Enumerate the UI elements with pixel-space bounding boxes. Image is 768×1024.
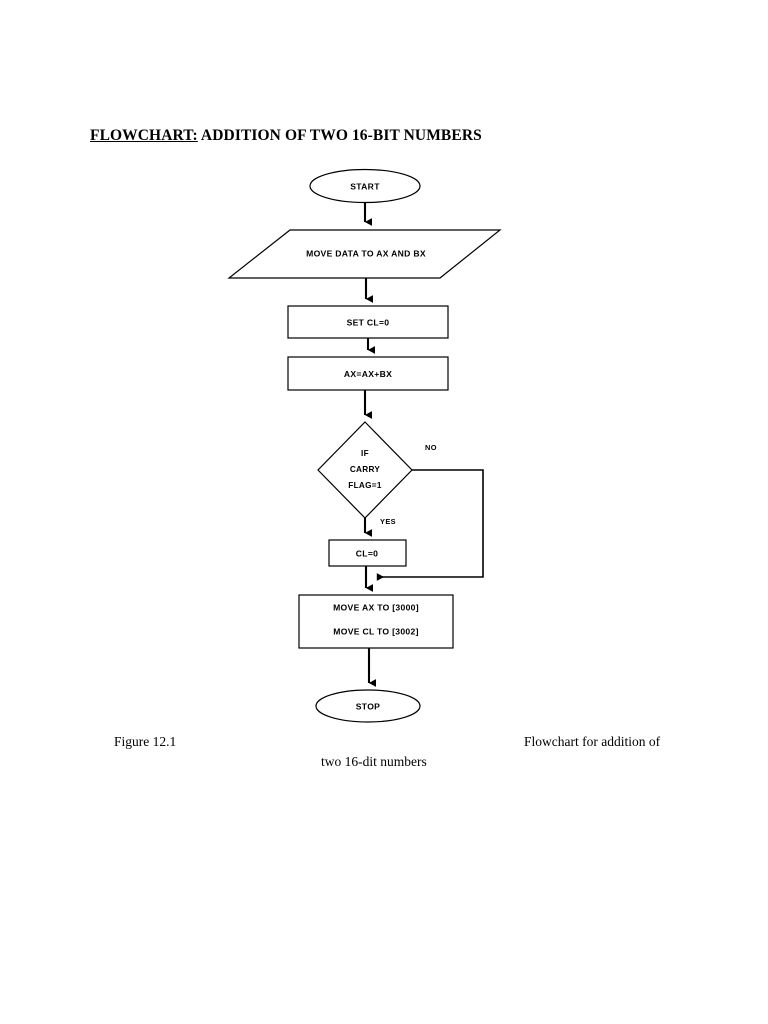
node-stop-label: STOP <box>356 702 380 712</box>
node-store-label-line1: MOVE AX TO [3000] <box>333 603 419 613</box>
node-decision-label-line2: CARRY <box>350 465 381 474</box>
node-decision-label-line1: IF <box>361 449 369 458</box>
node-start: START <box>309 168 421 204</box>
node-add-label: AX=AX+BX <box>344 369 392 379</box>
node-store: MOVE AX TO [3000] MOVE CL TO [3002] <box>298 594 454 649</box>
node-add: AX=AX+BX <box>287 356 449 391</box>
node-input-label: MOVE DATA TO AX AND BX <box>306 249 426 259</box>
figure-number: Figure 12.1 <box>114 734 177 749</box>
page-title: FLOWCHART: ADDITION OF TWO 16-BIT NUMBER… <box>90 127 482 145</box>
page-title-rest: ADDITION OF TWO 16-BIT NUMBERS <box>197 127 482 144</box>
node-stop: STOP <box>315 689 421 723</box>
figure-description-continued: two 16-dit numbers <box>321 754 427 769</box>
branch-label-yes: YES <box>380 517 396 526</box>
branch-label-no: NO <box>425 443 437 452</box>
figure-description: Flowchart for addition of <box>524 734 661 749</box>
node-cl-zero: CL=0 <box>328 539 407 567</box>
node-set-cl: SET CL=0 <box>287 305 449 339</box>
node-input: MOVE DATA TO AX AND BX <box>227 229 502 279</box>
node-cl-zero-label: CL=0 <box>356 549 378 559</box>
node-decision-label-line3: FLAG=1 <box>348 481 382 490</box>
node-start-label: START <box>350 182 380 192</box>
node-set-cl-label: SET CL=0 <box>347 318 390 328</box>
page-title-underlined: FLOWCHART: <box>90 127 198 144</box>
node-decision: IF CARRY FLAG=1 <box>317 421 413 519</box>
node-store-label-line2: MOVE CL TO [3002] <box>333 627 419 637</box>
edge-decision-no <box>376 469 484 581</box>
